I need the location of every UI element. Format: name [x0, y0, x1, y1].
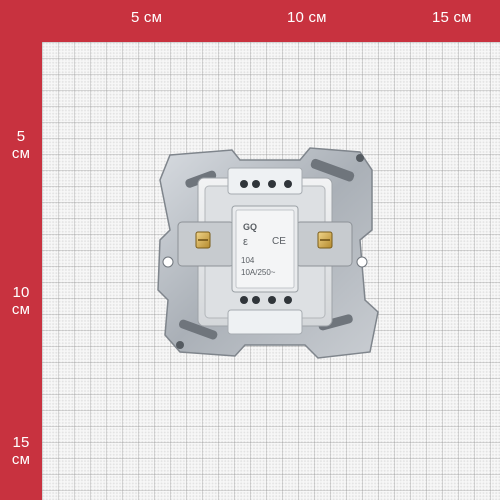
ruler-label-left-5-num: 5: [16, 128, 26, 145]
model-number: 104: [241, 256, 255, 265]
ruler-label-left-5: 5 см: [0, 128, 42, 162]
top-ruler: [0, 0, 500, 42]
ruler-label-10cm: 10 см: [287, 9, 327, 26]
terminal-holes: [240, 180, 292, 304]
left-ruler: [0, 0, 42, 500]
e-mark: ε: [243, 236, 248, 248]
ruler-label-left-10: 10 см: [0, 284, 42, 318]
ruler-label-15cm: 15 см: [432, 9, 472, 26]
rocker-block: [231, 205, 299, 293]
brand-logo: GQ: [243, 222, 258, 232]
ce-mark: CE: [272, 236, 286, 247]
ruler-label-left-15-unit: см: [11, 451, 31, 468]
ruler-label-left-15: 15 см: [0, 434, 42, 468]
ruler-label-left-10-num: 10: [12, 284, 30, 301]
rating-marking: 10A/250~: [241, 268, 276, 277]
ruler-label-5cm: 5 см: [131, 9, 163, 26]
ruler-label-left-15-num: 15: [12, 434, 30, 451]
ruler-label-left-5-unit: см: [11, 145, 31, 162]
terminal-arms: [177, 221, 353, 267]
ruler-label-left-10-unit: см: [11, 301, 31, 318]
measurement-grid: [42, 42, 500, 500]
